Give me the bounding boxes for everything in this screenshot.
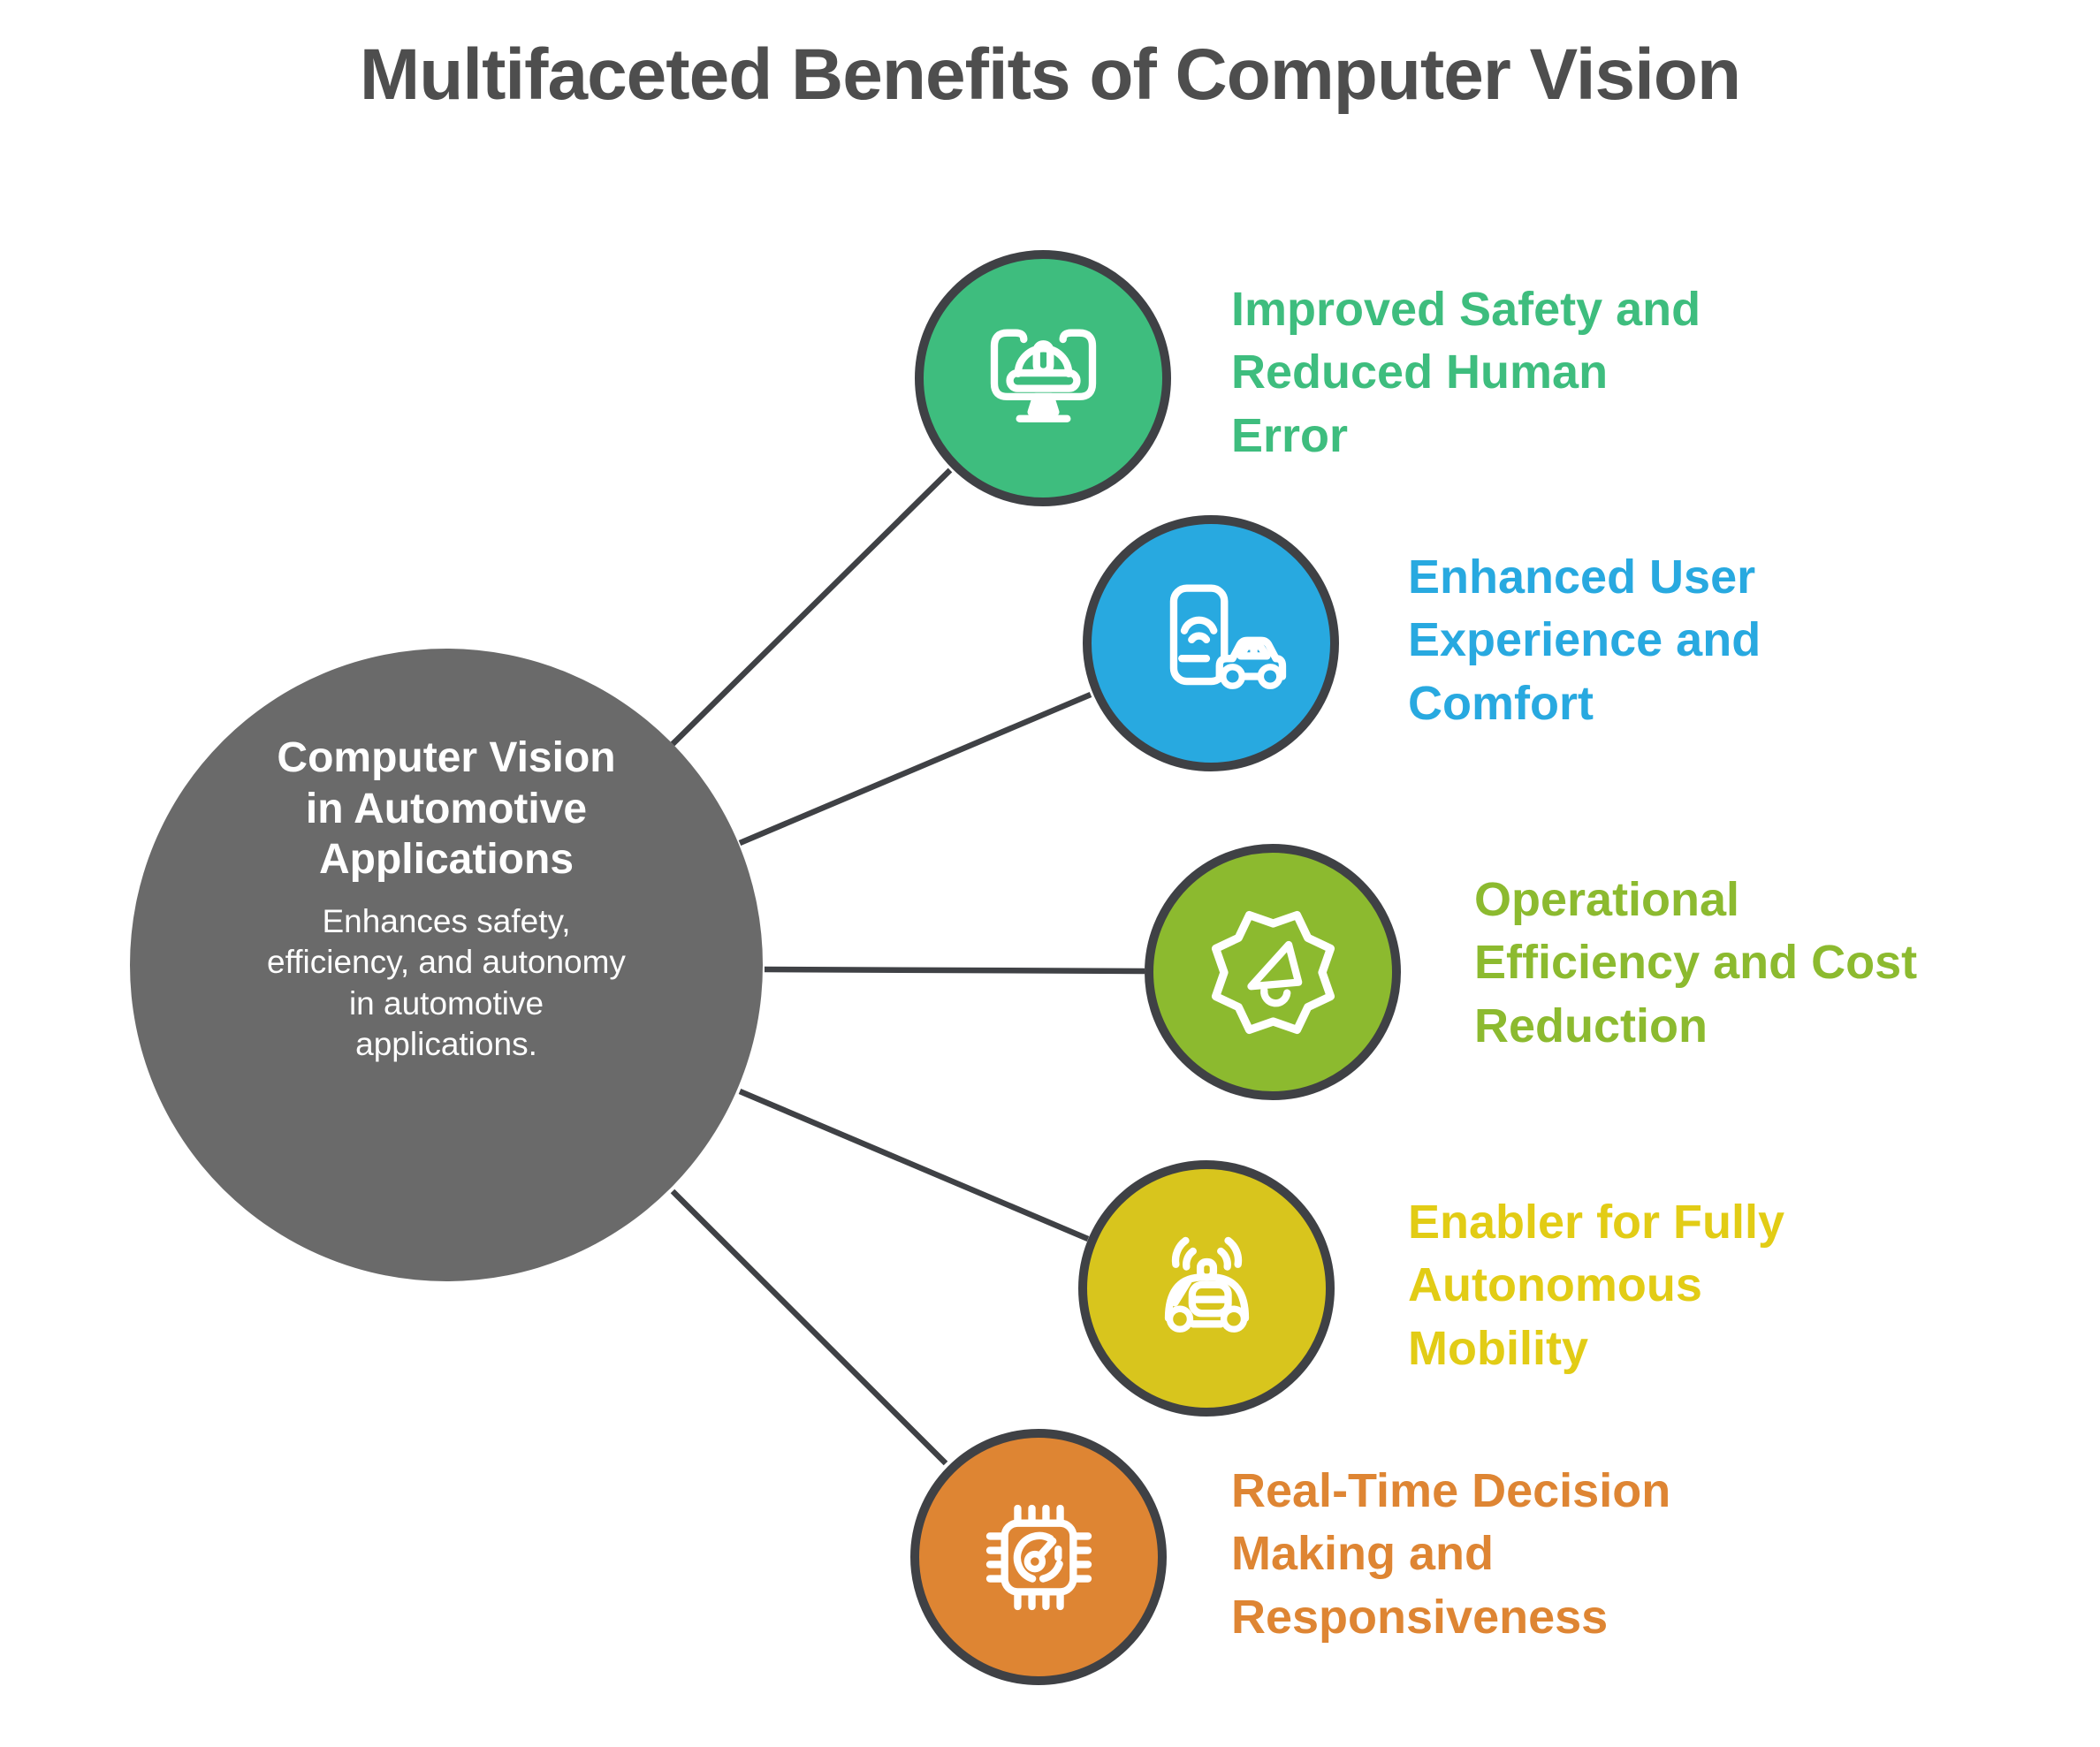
central-node-description: Enhances safety, efficiency, and autonom… <box>267 903 626 1062</box>
benefit-label-efficiency: Operational Efficiency and Cost Reductio… <box>1474 873 1918 1052</box>
connector-line <box>670 1189 948 1466</box>
benefit-node-autonomy <box>1078 1160 1335 1417</box>
connector-line <box>764 966 1145 975</box>
gear-megaphone-icon <box>1211 910 1335 1034</box>
connector-line <box>738 1089 1090 1242</box>
autonomous-car-icon <box>1164 1236 1249 1333</box>
chip-gauge-icon <box>985 1504 1092 1610</box>
phone-car-icon <box>1169 583 1286 689</box>
monitor-hardhat-icon <box>990 329 1096 422</box>
connector-line <box>670 467 953 747</box>
page-title: Multifaceted Benefits of Computer Vision <box>359 34 1741 115</box>
benefit-label-autonomy: Enabler for Fully Autonomous Mobility <box>1408 1196 1785 1375</box>
benefit-node-user-experience <box>1083 515 1339 771</box>
benefit-label-user-experience: Enhanced User Experience and Comfort <box>1408 551 1761 730</box>
central-node: Computer Vision in Automotive Applicatio… <box>130 649 763 1281</box>
connector-line <box>738 692 1092 846</box>
benefit-node-safety <box>915 250 1171 506</box>
benefit-node-efficiency <box>1145 844 1401 1100</box>
benefit-label-safety: Improved Safety and Reduced Human Error <box>1231 283 1701 462</box>
benefit-node-realtime <box>910 1429 1167 1685</box>
benefit-label-realtime: Real-Time Decision Making and Responsive… <box>1231 1464 1671 1644</box>
central-node-heading: Computer Vision in Automotive Applicatio… <box>277 734 616 884</box>
